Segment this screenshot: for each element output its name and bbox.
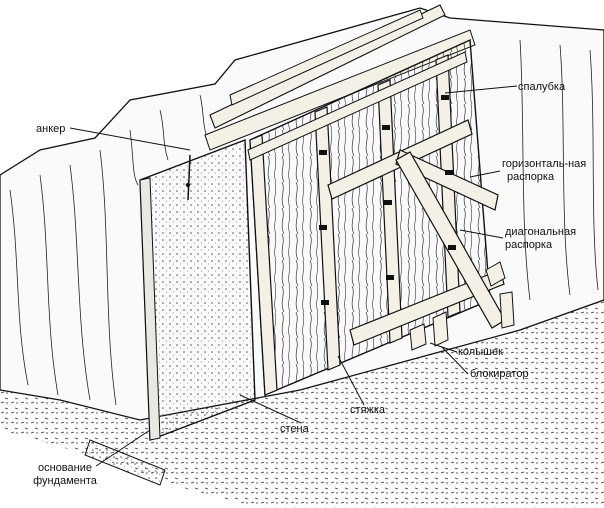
label-wall: стена	[280, 423, 309, 435]
label-tie: стяжка	[350, 404, 386, 416]
concrete-wall	[139, 138, 256, 442]
label-formwork: спалубка	[518, 81, 566, 93]
back-formwork-top	[204, 4, 476, 151]
label-diagonal-brace-line2: распорка	[505, 239, 553, 251]
blocker-board	[349, 269, 505, 351]
label-diagonal-brace-line1: диагональная	[505, 226, 577, 238]
label-horizontal-brace-line1: горизонталь-ная	[502, 158, 587, 170]
diagonal-brace	[395, 151, 515, 329]
label-blocker: блокиратор	[470, 368, 529, 380]
ground	[0, 300, 604, 508]
label-stake: колышек	[458, 346, 503, 358]
ties	[319, 95, 456, 305]
label-foundation-line2: фундамента	[33, 475, 97, 487]
leader-lines	[69, 85, 518, 467]
label-horizontal-brace-line2: распорка	[507, 171, 555, 183]
label-anchor: анкер	[36, 123, 66, 135]
label-foundation-line1: основание	[38, 462, 92, 474]
